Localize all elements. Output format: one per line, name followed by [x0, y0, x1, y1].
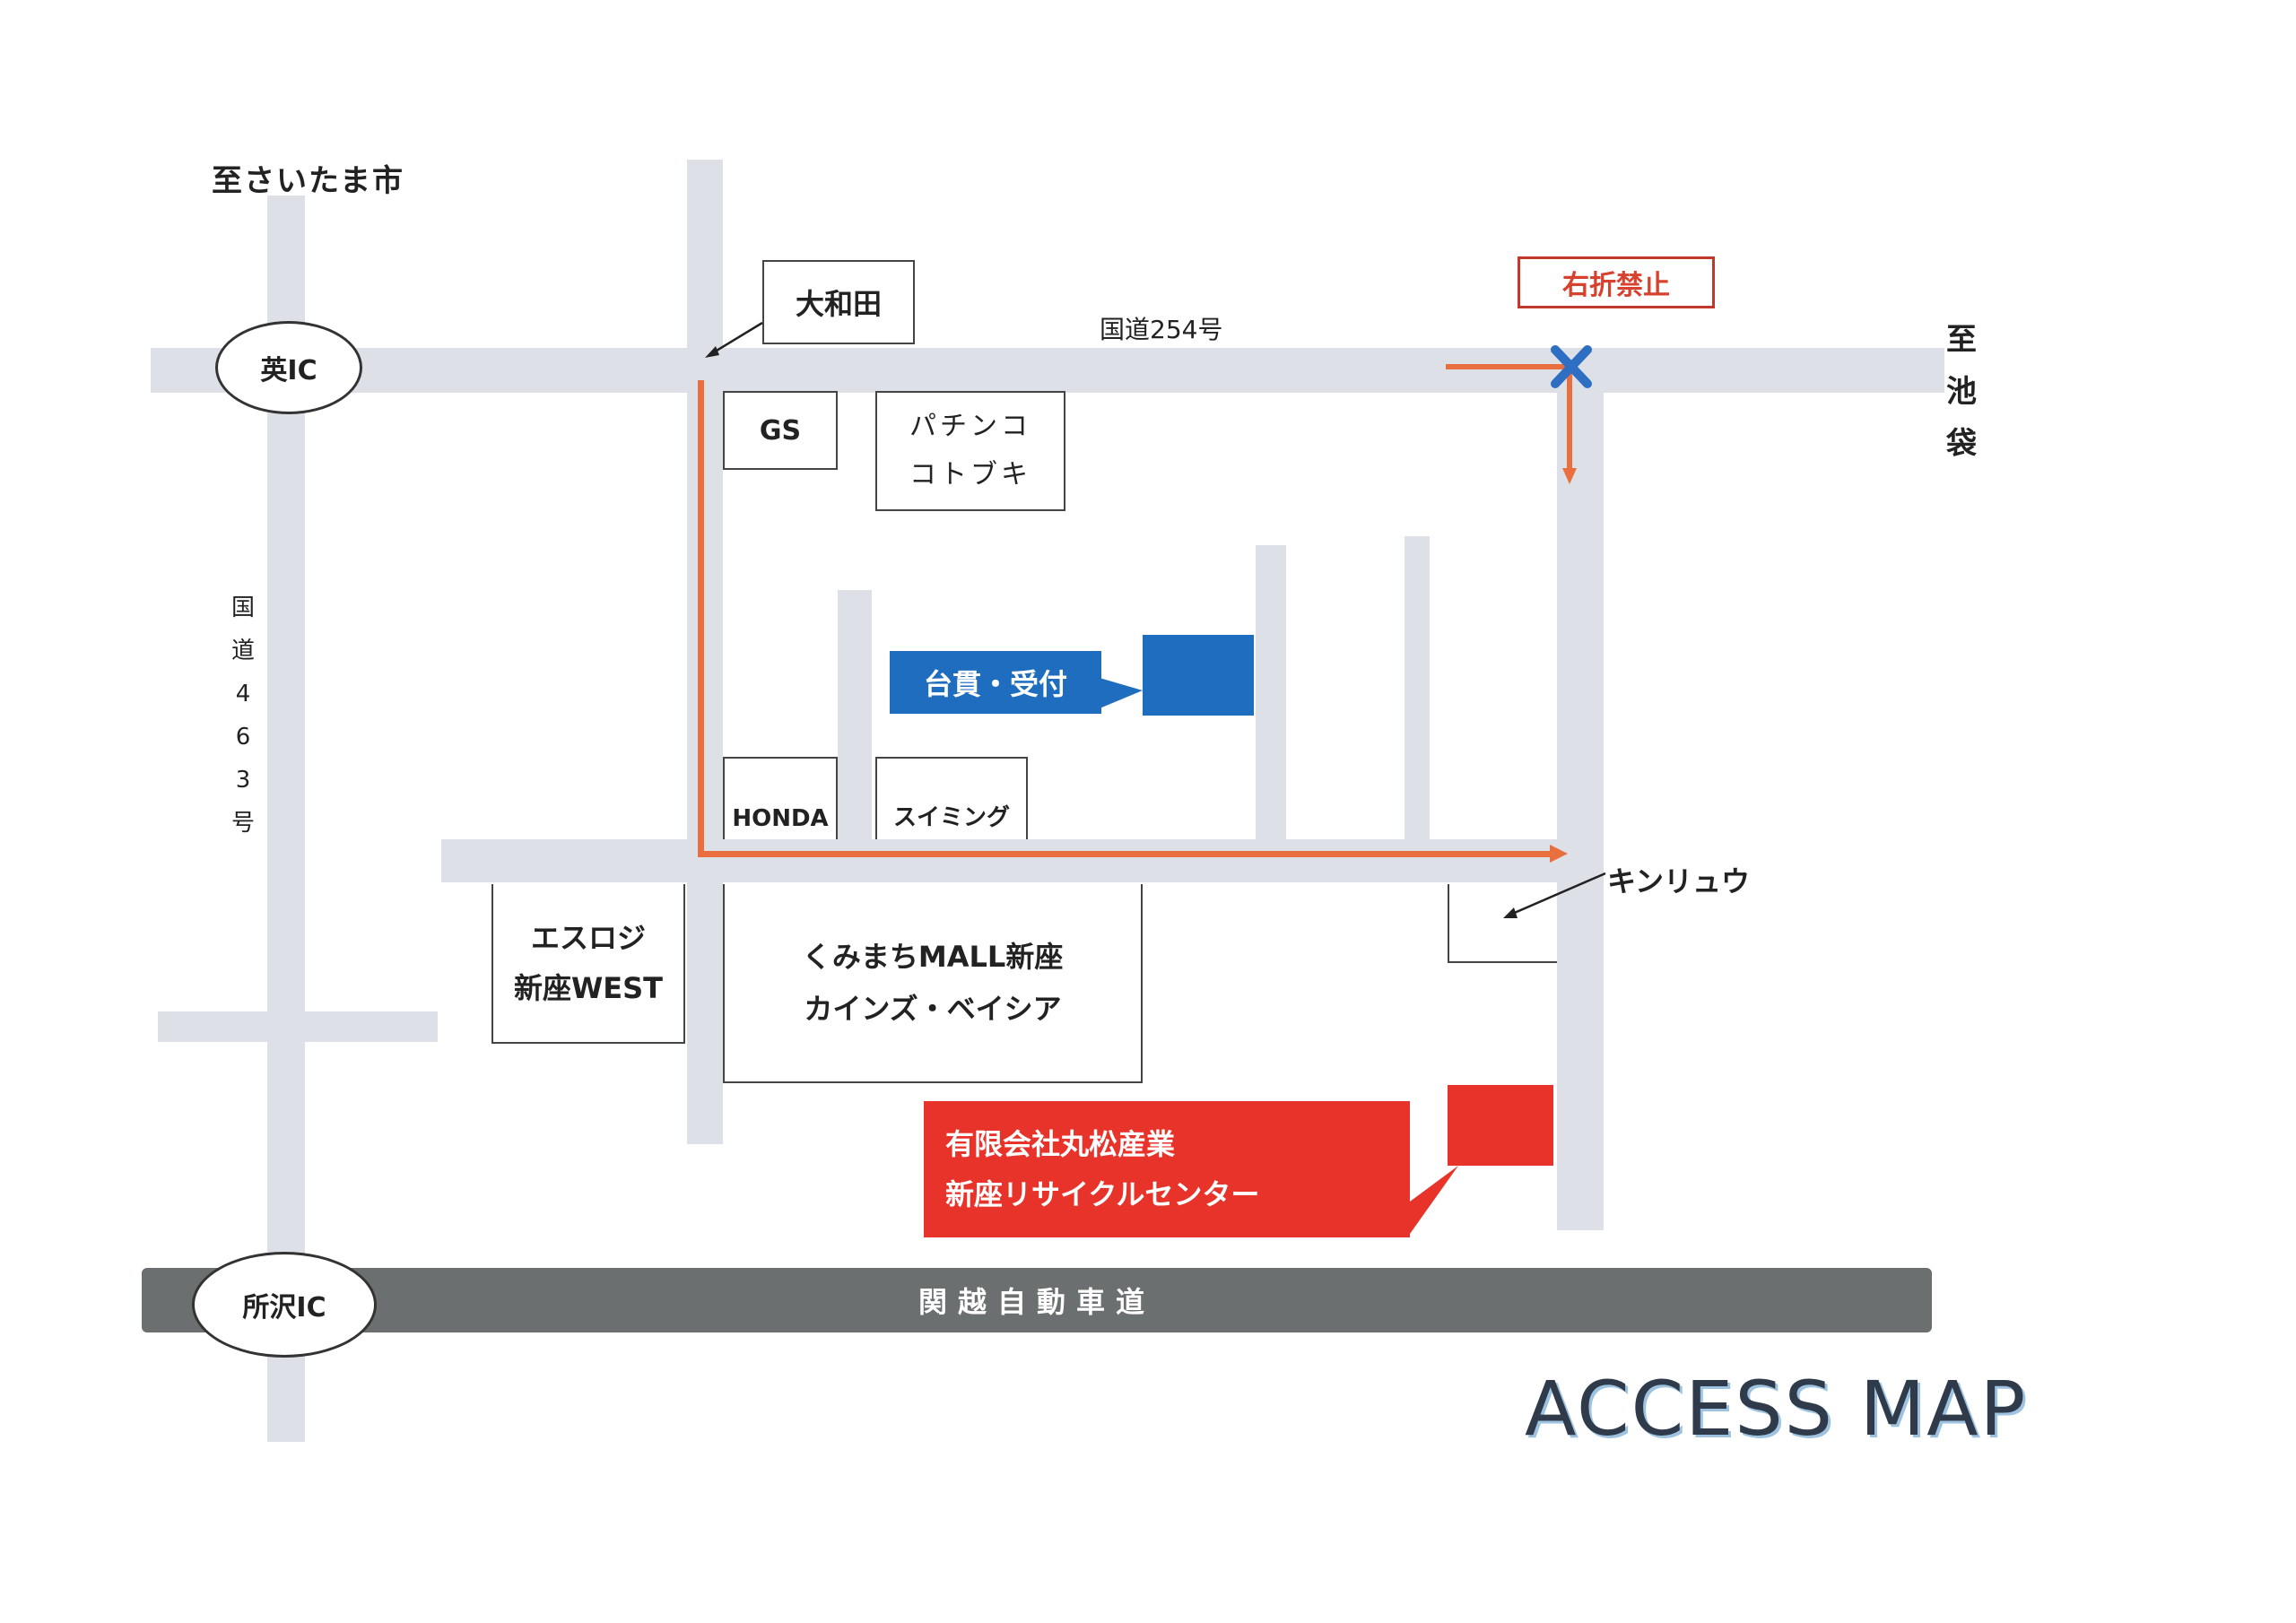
- kinryu-label: キンリュウ: [1607, 864, 1751, 898]
- route-line-east-vertical: [1567, 364, 1572, 470]
- swimming-box: スイミング: [875, 757, 1028, 839]
- esulogi-line-2: 新座WEST: [513, 971, 664, 1005]
- direction-saitama: 至さいたま市: [212, 163, 404, 199]
- owada-pointer-line: [711, 321, 763, 355]
- expressway-label: 関越自動車道: [918, 1285, 1155, 1319]
- direction-ikebukuro-2: 池: [1946, 374, 1977, 410]
- route-line-west-vertical: [698, 380, 704, 857]
- route254-label: 国道254号: [1100, 315, 1223, 344]
- road-stub-1: [838, 590, 872, 850]
- route463-char-6: 号: [231, 810, 256, 837]
- pachinko-line-1: パチンコ: [909, 411, 1031, 442]
- route-line-middle-horizontal: [698, 851, 1550, 857]
- road-east-vertical: [1557, 359, 1604, 1230]
- honda-box: HONDA: [723, 757, 838, 839]
- company-callout-tail: [1410, 1166, 1458, 1234]
- honda-label: HONDA: [732, 805, 829, 832]
- road-route254: [151, 348, 1944, 393]
- kinryu-box: [1448, 884, 1557, 963]
- reception-building: [1143, 635, 1254, 716]
- kumamachi-line-2: カインズ・ベイシア: [804, 992, 1062, 1026]
- route463-char-1: 国: [231, 595, 256, 621]
- company-line-2: 新座リサイクルセンター: [945, 1177, 1260, 1211]
- no-right-turn-x-icon: [1551, 345, 1592, 388]
- route463-char-4: 6: [235, 724, 251, 751]
- company-line-1: 有限会社丸松産業: [945, 1127, 1176, 1161]
- road-north-south-west: [687, 160, 723, 1144]
- owada-pointer-arrow-icon: [705, 346, 719, 358]
- swimming-label: スイミング: [892, 804, 1010, 831]
- owada-box: 大和田: [762, 260, 915, 344]
- pachinko-line-2: コトブキ: [909, 459, 1031, 490]
- kumamachi-box: くみまちMALL新座 カインズ・ベイシア: [723, 884, 1143, 1083]
- gs-label: GS: [759, 414, 802, 447]
- esulogi-box: エスロジ 新座WEST: [491, 884, 685, 1044]
- road-stub-2: [1256, 545, 1286, 850]
- pachinko-box: パチンコ コトブキ: [875, 391, 1065, 511]
- route-arrow-east-icon: [1550, 845, 1568, 863]
- route-arrow-down-icon: [1562, 468, 1577, 484]
- ic-top-label: 英IC: [260, 355, 317, 386]
- company-building: [1448, 1085, 1553, 1166]
- ic-bottom: 所沢IC: [192, 1252, 377, 1358]
- no-right-turn-label: 右折禁止: [1562, 270, 1670, 301]
- gs-box: GS: [723, 391, 838, 470]
- no-right-turn-sign: 右折禁止: [1518, 256, 1715, 308]
- route463-char-2: 道: [231, 638, 256, 664]
- ic-bottom-label: 所沢IC: [242, 1292, 326, 1324]
- ic-top: 英IC: [215, 321, 362, 414]
- route463-char-3: 4: [235, 681, 251, 707]
- kinryu-pointer-line: [1509, 872, 1606, 916]
- road-small-west: [158, 1011, 438, 1042]
- esulogi-line-1: エスロジ: [530, 921, 646, 955]
- route463-char-5: 3: [235, 767, 251, 794]
- reception-callout-tail: [1100, 678, 1143, 708]
- map-title: ACCESS MAP: [1525, 1365, 2028, 1453]
- route-line-top-horizontal: [1446, 364, 1568, 369]
- owada-label: 大和田: [795, 287, 882, 321]
- route463-label: 国 道 4 6 3 号: [231, 586, 255, 845]
- kinryu-pointer-arrow-icon: [1503, 907, 1518, 918]
- reception-label: 台貫・受付: [890, 651, 1101, 714]
- expressway: 関越自動車道: [142, 1268, 1932, 1332]
- direction-ikebukuro-1: 至: [1946, 322, 1977, 358]
- direction-ikebukuro-3: 袋: [1946, 426, 1977, 462]
- company-label: 有限会社丸松産業 新座リサイクルセンター: [924, 1101, 1410, 1237]
- road-stub-3: [1405, 536, 1430, 850]
- direction-ikebukuro: 至 池 袋: [1946, 314, 1977, 470]
- kumamachi-line-1: くみまちMALL新座: [802, 940, 1064, 974]
